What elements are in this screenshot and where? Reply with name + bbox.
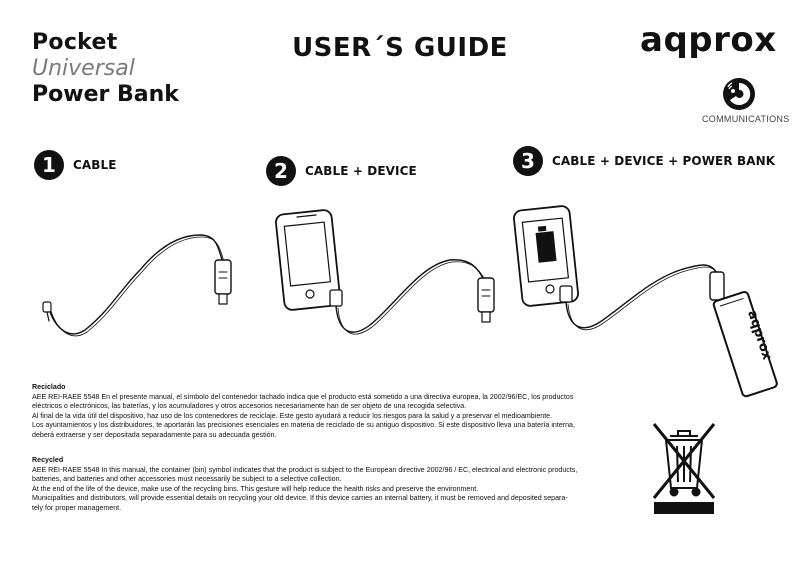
product-title-line-3: Power Bank bbox=[32, 82, 179, 107]
spanish-recycling-section: Reciclado AEE REI-RAEE 5548 En el presen… bbox=[32, 383, 638, 441]
english-line-3: At the end of the life of the device, ma… bbox=[32, 484, 479, 493]
english-line-4: Municipalities and distributors, will pr… bbox=[32, 494, 568, 503]
step-2-number: 2 bbox=[266, 156, 296, 186]
english-recycling-section: Recycled AEE REI-RAEE 5548 In this manua… bbox=[32, 456, 638, 514]
english-line-5: tely for proper management. bbox=[32, 503, 122, 512]
step-2-label: CABLE + DEVICE bbox=[305, 164, 417, 178]
power-bank-setup-illustration bbox=[513, 205, 778, 398]
step-3-number: 3 bbox=[513, 146, 543, 176]
brand-logo-text: aqprox bbox=[640, 20, 777, 60]
english-line-2: batteries, and batteries and other acces… bbox=[32, 475, 342, 484]
product-title: Pocket Universal Power Bank bbox=[32, 30, 179, 108]
guide-title: USER´S GUIDE bbox=[292, 33, 508, 63]
device-illustration bbox=[275, 209, 495, 335]
english-line-1: AEE REI-RAEE 5548 In this manual, the co… bbox=[32, 465, 578, 474]
spanish-heading: Reciclado bbox=[32, 383, 66, 391]
step-3-label: CABLE + DEVICE + POWER BANK bbox=[552, 154, 776, 168]
english-heading: Recycled bbox=[32, 456, 64, 464]
cable-illustration bbox=[42, 234, 232, 337]
step-1-number: 1 bbox=[34, 150, 64, 180]
spanish-line-5: deberá extraerse y ser depositada separa… bbox=[32, 430, 277, 439]
spanish-line-3: Al final de la vida útil del dispositivo… bbox=[32, 411, 553, 420]
product-title-line-1: Pocket bbox=[32, 30, 118, 55]
step-1-label: CABLE bbox=[73, 158, 117, 172]
step-3: 3 CABLE + DEVICE + POWER BANK bbox=[513, 146, 775, 176]
setup-illustration: aqprox bbox=[42, 205, 778, 398]
weee-crossed-bin-icon bbox=[652, 423, 716, 514]
spanish-line-1: AEE REI-RAEE 5548 En el presente manual,… bbox=[32, 392, 574, 401]
brand-subtitle: COMMUNICATIONS bbox=[702, 114, 790, 124]
step-1: 1 CABLE bbox=[34, 150, 117, 180]
spanish-line-4: Los ayuntamientos y los distribuidores, … bbox=[32, 421, 575, 430]
step-2: 2 CABLE + DEVICE bbox=[266, 156, 417, 186]
product-title-line-2: Universal bbox=[32, 56, 135, 81]
spanish-line-2: eléctricos o electrónicos, las baterías,… bbox=[32, 402, 467, 411]
brand-emblem-icon bbox=[723, 78, 755, 110]
